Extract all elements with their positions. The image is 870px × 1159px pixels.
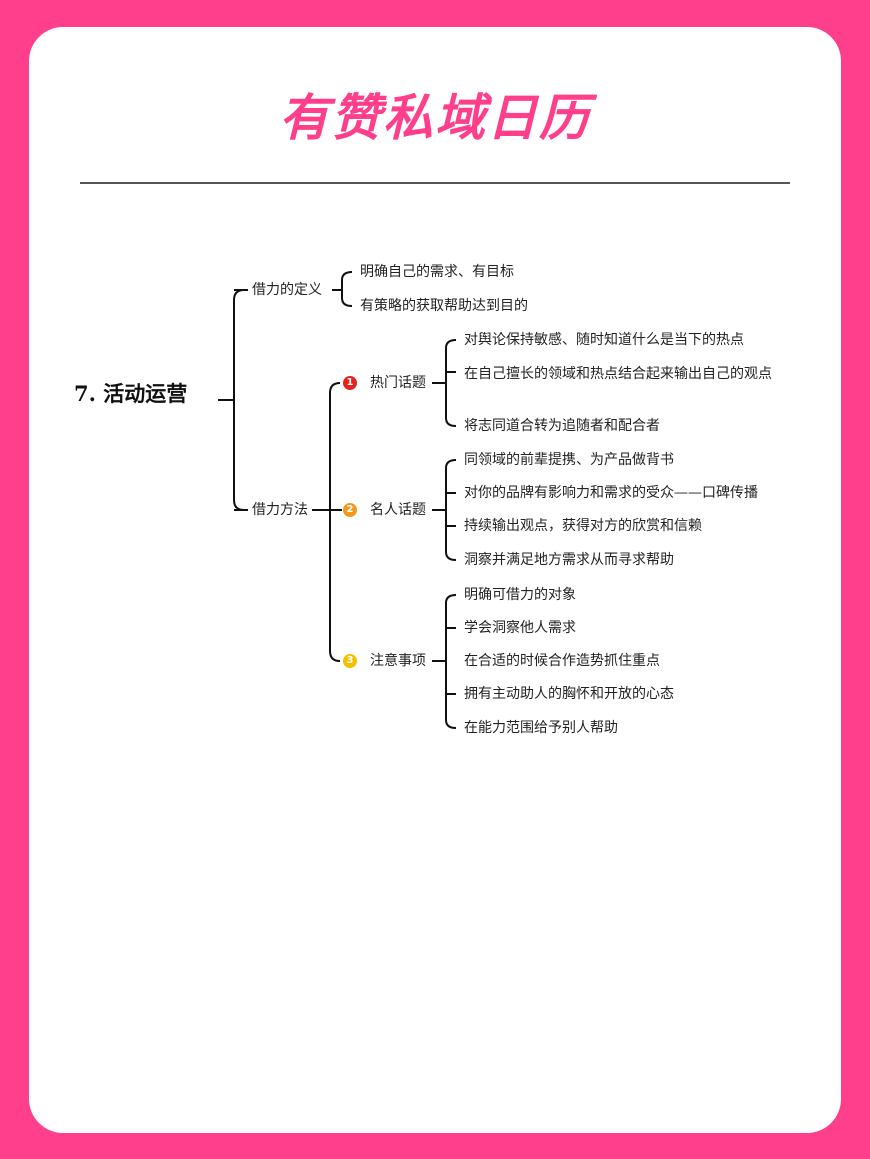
leaf: 明确可借力的对象 bbox=[464, 587, 576, 603]
badge-2-icon: 2 bbox=[343, 503, 357, 517]
leaf: 将志同道合转为追随者和配合者 bbox=[464, 418, 660, 434]
leaf: 明确自己的需求、有目标 bbox=[360, 264, 514, 280]
leaf: 在自己擅长的领域和热点结合起来输出自己的观点 bbox=[464, 366, 772, 382]
title-divider bbox=[80, 182, 790, 184]
sub-notes: 注意事项 bbox=[370, 653, 426, 669]
leaf: 在能力范围给予别人帮助 bbox=[464, 720, 618, 736]
leaf: 有策略的获取帮助达到目的 bbox=[360, 298, 528, 314]
sub-hot-topic: 热门话题 bbox=[370, 375, 426, 391]
leaf: 对你的品牌有影响力和需求的受众——口碑传播 bbox=[464, 485, 758, 501]
branch-definition: 借力的定义 bbox=[252, 282, 322, 298]
root-node: 7. 活动运营 bbox=[74, 381, 188, 406]
sub-celebrity-topic: 名人话题 bbox=[370, 502, 426, 518]
leaf: 学会洞察他人需求 bbox=[464, 620, 576, 636]
leaf: 拥有主动助人的胸怀和开放的心态 bbox=[464, 686, 674, 702]
leaf: 对舆论保持敏感、随时知道什么是当下的热点 bbox=[464, 332, 744, 348]
leaf: 在合适的时候合作造势抓住重点 bbox=[464, 653, 660, 669]
badge-3-icon: 3 bbox=[343, 654, 357, 668]
badge-1-icon: 1 bbox=[343, 376, 357, 390]
branch-method: 借力方法 bbox=[252, 502, 308, 518]
leaf: 持续输出观点，获得对方的欣赏和信赖 bbox=[464, 518, 702, 534]
page-title: 有赞私域日历 bbox=[279, 89, 591, 147]
leaf: 同领域的前辈提携、为产品做背书 bbox=[464, 452, 674, 468]
leaf: 洞察并满足地方需求从而寻求帮助 bbox=[464, 552, 674, 568]
content-card bbox=[29, 27, 841, 1133]
